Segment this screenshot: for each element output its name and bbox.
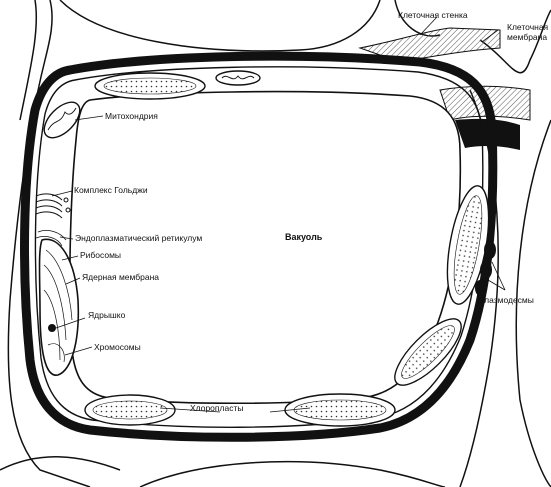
label-er: Эндоплазматический ретикулум [75,233,202,243]
label-cell-membrane-1: Клеточная [507,22,549,32]
leader-lines [51,16,506,413]
plasmodesmata [475,241,496,296]
label-ribosomes: Рибосомы [80,250,121,260]
label-vacuole: Вакуоль [285,232,323,242]
label-mitochondria: Митохондрия [105,111,158,121]
golgi-complex [35,193,71,219]
label-nuclear-membrane: Ядерная мембрана [82,272,159,282]
label-golgi: Комплекс Гольджи [74,185,148,195]
chloroplasts [84,72,490,427]
vacuole [69,90,462,405]
nucleolus [48,324,56,332]
cell-wall [20,51,498,442]
label-chromosomes: Хромосомы [94,342,141,352]
label-chloroplasts: Хлоропласты [190,403,243,413]
mitochondria [43,70,261,139]
er-curves [35,230,67,247]
label-cell-wall: Клеточная стенка [398,10,468,20]
label-nucleolus: Ядрышко [88,310,126,320]
label-plasmodesmata: Плазмодесмы [478,295,534,305]
nucleus [35,230,80,376]
label-cell-membrane-2: мембрана [507,32,547,42]
